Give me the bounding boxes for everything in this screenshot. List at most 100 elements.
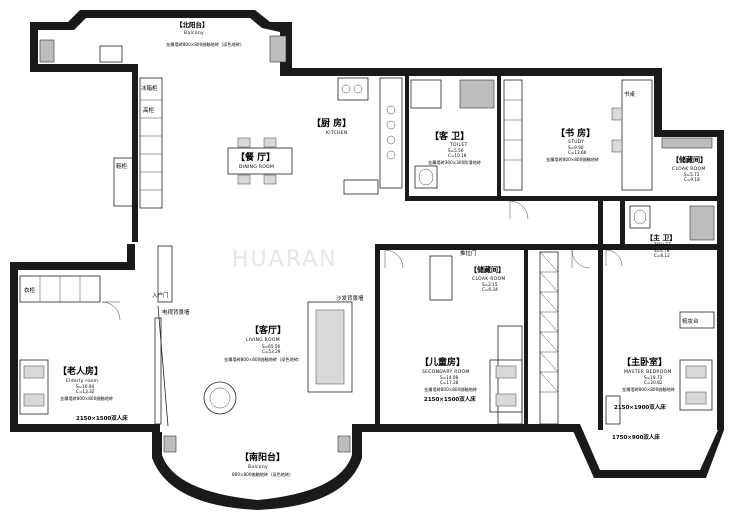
kitchen-door-glass: [343, 179, 379, 195]
kitchen-cn: 【厨 房】: [312, 117, 351, 129]
living-room: 入户门 电视背景墙 沙发背景墙 【客厅】 LIVING ROOM S=65.56…: [152, 245, 364, 425]
north-wall-left: [120, 64, 138, 72]
pillow: [23, 393, 45, 407]
guest-bath-area: S=5.56: [448, 148, 464, 153]
south-balcony-en: Balcony: [248, 464, 268, 470]
master-west-wall: [598, 200, 603, 430]
kitchen-east-cabinet: [379, 77, 403, 189]
dining-cn: 【餐 厅】: [236, 151, 275, 163]
living-cabinet: [157, 245, 173, 303]
cloak-top-perimeter: C=9.18: [684, 177, 700, 182]
pillow: [495, 365, 517, 379]
cloak-shelf: [429, 255, 453, 301]
tv-wall: [154, 317, 162, 425]
master-bath-top: [618, 196, 718, 201]
south-balcony: 【南阳台】 Balcony 800×800抛釉地砖（深色地砖）: [163, 435, 351, 478]
cloak-room-mid: 【储藏间】 CLOAK ROOM S=2.15 C=6.34 推拉门: [429, 249, 505, 301]
master-area: S=19.73: [644, 375, 662, 380]
cloak-top-en: CLOAK ROOM: [672, 166, 706, 172]
secondary-bed: [489, 359, 523, 413]
cloak-rack: [661, 137, 713, 149]
secondary-bed-size: 2150×1500双人床: [424, 395, 476, 403]
door-swing: [571, 249, 591, 269]
pillow: [685, 391, 707, 405]
elderly-cab-label: 衣柜: [24, 286, 36, 294]
door-swing: [509, 200, 529, 220]
master-bath: 【主 卫】 TOILET S=4.78 C=8.12: [629, 205, 715, 258]
sofa-label: 沙发背景墙: [336, 294, 364, 302]
master-shower: [689, 205, 715, 241]
tv-label: 电视背景墙: [162, 308, 190, 316]
elderly-area: S=10.94: [76, 384, 94, 389]
secondary-perimeter: C=17.28: [440, 380, 459, 385]
elderly-bed: [19, 359, 49, 415]
cloak-mid-perimeter: C=6.34: [482, 287, 498, 292]
cloak-top-area: S=5.72: [684, 172, 700, 177]
balcony-pillar: [337, 435, 351, 453]
dining-table: [227, 147, 293, 175]
balcony-column: [39, 39, 55, 63]
south-wall-mid: [352, 424, 382, 432]
cloak-top-wall: [654, 130, 724, 137]
dining-room: 【餐 厅】 DINING ROOM: [227, 137, 293, 185]
pillow: [495, 393, 517, 407]
study-area: S=9.90: [568, 145, 584, 150]
chair: [263, 137, 277, 148]
shoe-cabinet: [113, 157, 135, 207]
master-bath-area: S=4.78: [654, 248, 670, 253]
cloak-top-cn: 【储藏间】: [672, 155, 707, 164]
chair: [263, 174, 277, 185]
living-area: S=65.56: [262, 344, 280, 349]
west-wall: [10, 262, 18, 430]
secondary-west-wall: [375, 250, 380, 430]
door-swing: [384, 249, 404, 269]
living-cn: 【客厅】: [250, 324, 286, 336]
study: 书桌 【书 房】 STUDY S=9.90 C=12.66 金属墙砖800×80…: [503, 79, 653, 191]
south-wall-bedrooms: [376, 424, 574, 432]
elderly-bed-size: 2150×1500双人床: [76, 414, 128, 422]
study-perimeter: C=12.66: [568, 150, 587, 155]
coffee-table: [203, 381, 237, 415]
chair: [237, 174, 251, 185]
study-cn: 【书 房】: [556, 127, 595, 139]
bath-west-wall: [405, 76, 409, 200]
kitchen: 冰箱柜 高柜 鞋柜 【厨 房】 KITCHEN: [113, 77, 403, 209]
master-bedroom: 梳妆台 【主卧室】 MASTER BEDROOM S=19.73 C=20.82…: [605, 311, 715, 441]
master-en: MASTER BEDROOM: [624, 369, 672, 375]
master-bath-cn: 【主 卫】: [646, 233, 676, 242]
master-single-bed-size: 1750×900双人床: [612, 433, 660, 441]
master-bath-perimeter: C=8.12: [654, 253, 670, 258]
secondary-area: S=14.08: [440, 375, 458, 380]
secondary-en: SECONDARY ROOM: [422, 369, 470, 375]
shower: [410, 79, 442, 109]
shoe-cab-label: 鞋柜: [116, 162, 128, 170]
desk-label: 书桌: [624, 90, 636, 98]
elderly-cn: 【老人房】: [58, 365, 103, 377]
entry-label: 入户门: [152, 291, 169, 299]
vanity-label: 梳妆台: [682, 317, 699, 325]
master-bay-wall: [570, 424, 724, 478]
washer: [99, 45, 123, 63]
entry-door: [157, 305, 169, 427]
walls: [10, 10, 724, 510]
study-en: STUDY: [568, 139, 584, 145]
balcony-pillar: [163, 435, 177, 453]
guest-bath: 【客 卫】 TOILET S=5.56 C=10.18 金属墙砖300×300防…: [410, 79, 495, 189]
chair: [237, 137, 251, 148]
cloak-mid-area: S=2.15: [482, 282, 498, 287]
bath-south-wall: [405, 196, 625, 201]
cloak-mid-cn: 【储藏间】: [470, 265, 505, 274]
fridge-cab-label: 冰箱柜: [141, 84, 158, 92]
elderly-top-step: [127, 244, 135, 270]
living-en: LIVING ROOM: [246, 337, 280, 343]
master-toilet: [629, 205, 651, 229]
north-balcony-wall: [30, 10, 292, 72]
study-note: 金属墙砖800×800抛釉地砖: [546, 156, 599, 163]
bath-east-wall: [497, 76, 501, 200]
south-wall-left: [10, 424, 160, 432]
guest-bath-en: TOILET: [449, 142, 468, 148]
south-balcony-cn: 【南阳台】: [240, 451, 285, 463]
vanity: [679, 311, 715, 329]
master-bath-west: [620, 196, 625, 248]
